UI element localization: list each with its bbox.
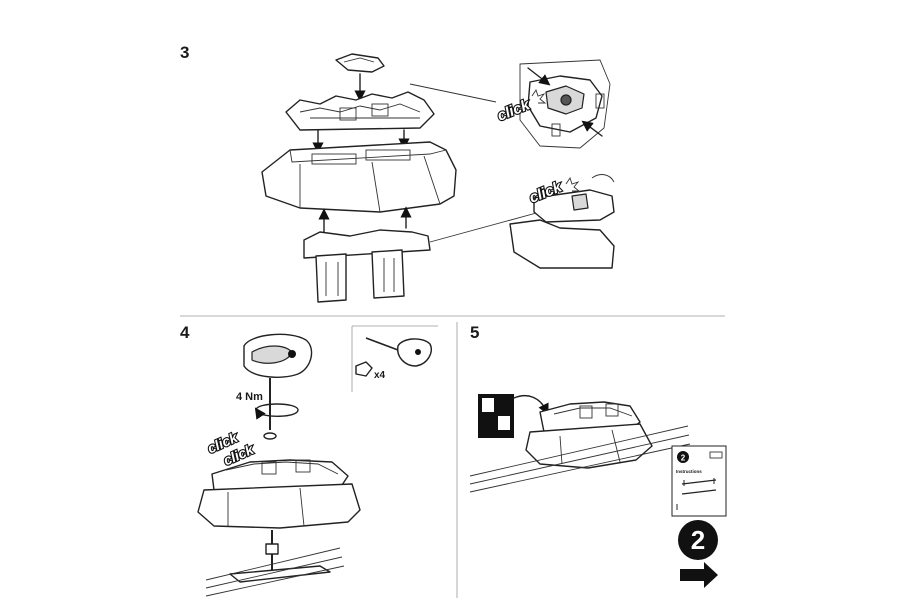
step-3-number: 3 (180, 43, 189, 62)
step-5-number: 5 (470, 323, 479, 342)
torque-value: 4 Nm (236, 391, 263, 403)
step-4-panel: 4 4 Nm click click x4 (180, 323, 438, 597)
arrow-detail-top (527, 67, 551, 86)
foot-on-rail (525, 401, 653, 469)
hardware-quantity: x4 (374, 370, 386, 381)
next-step-badge: 2 (678, 520, 718, 560)
foot-body (261, 141, 457, 213)
hardware-inset: x4 (351, 325, 438, 392)
arrow-detail-bottom (581, 120, 603, 137)
roof-rail-4 (205, 547, 345, 597)
upper-pad (285, 91, 435, 131)
detail-clip-engage: click (494, 59, 611, 149)
booklet-title: Instructions (676, 469, 702, 474)
booklet-badge: 2 (681, 454, 686, 463)
next-step-number: 2 (691, 525, 705, 555)
position-label (478, 394, 514, 438)
rotate-arrow (254, 403, 299, 420)
step-4-number: 4 (180, 323, 190, 342)
foot-assembled (197, 459, 361, 529)
roof-rail-5 (469, 425, 691, 493)
next-arrow-icon[interactable] (680, 562, 718, 588)
bolt-below (229, 530, 331, 583)
click-label-1: click (495, 96, 533, 125)
callout-line-top (409, 83, 497, 103)
torque-knob (243, 333, 313, 440)
lower-bracket (303, 229, 431, 303)
instructions-booklet: 2 Instructions (671, 445, 727, 517)
callout-line-bottom (429, 211, 541, 243)
detail-bracket-engage: click (509, 174, 615, 269)
arrow-place-label (513, 394, 549, 416)
step-3-panel: 3 (180, 43, 615, 303)
step-5-panel: 5 2 Instructions (469, 323, 727, 588)
top-clip (335, 53, 385, 73)
